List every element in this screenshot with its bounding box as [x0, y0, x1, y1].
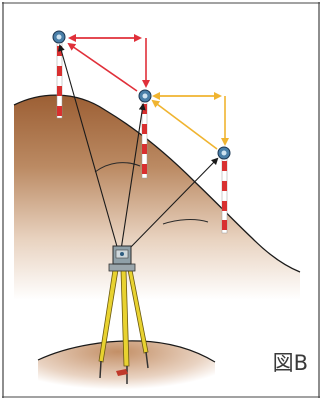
prism-target-icon: [218, 147, 230, 159]
survey-pole-1: [57, 42, 62, 118]
figure-label: 図B: [273, 347, 308, 377]
prism-target-icon: [139, 90, 151, 102]
prism-target-icon: [53, 31, 65, 43]
survey-pole-3: [222, 157, 227, 233]
yellow-measurement-arrows: [153, 96, 225, 149]
total-station-icon: [113, 246, 131, 264]
survey-pole-2: [142, 100, 147, 178]
red-measurement-arrows: [69, 38, 146, 91]
hill-slope: [14, 95, 300, 300]
